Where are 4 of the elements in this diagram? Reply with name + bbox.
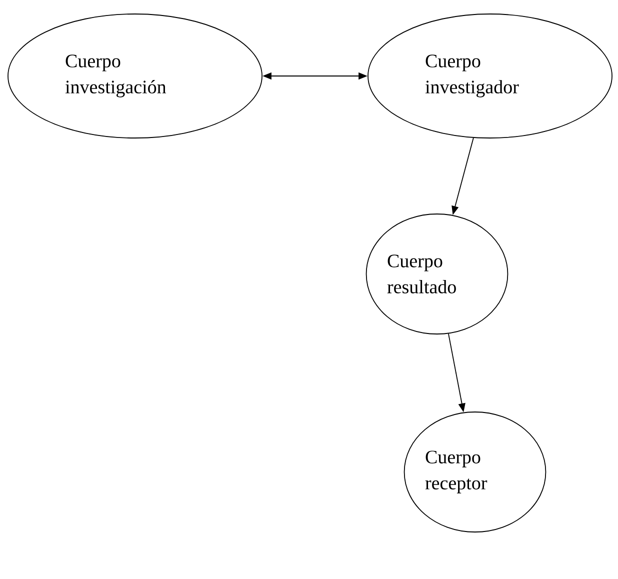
ellipse-node: Cuerpo investigación (8, 14, 262, 138)
ellipse-node: Cuerpo receptor (404, 412, 546, 532)
ellipse-node: Cuerpo investigador (368, 14, 612, 138)
ellipse-node: Cuerpo resultado (366, 214, 508, 334)
